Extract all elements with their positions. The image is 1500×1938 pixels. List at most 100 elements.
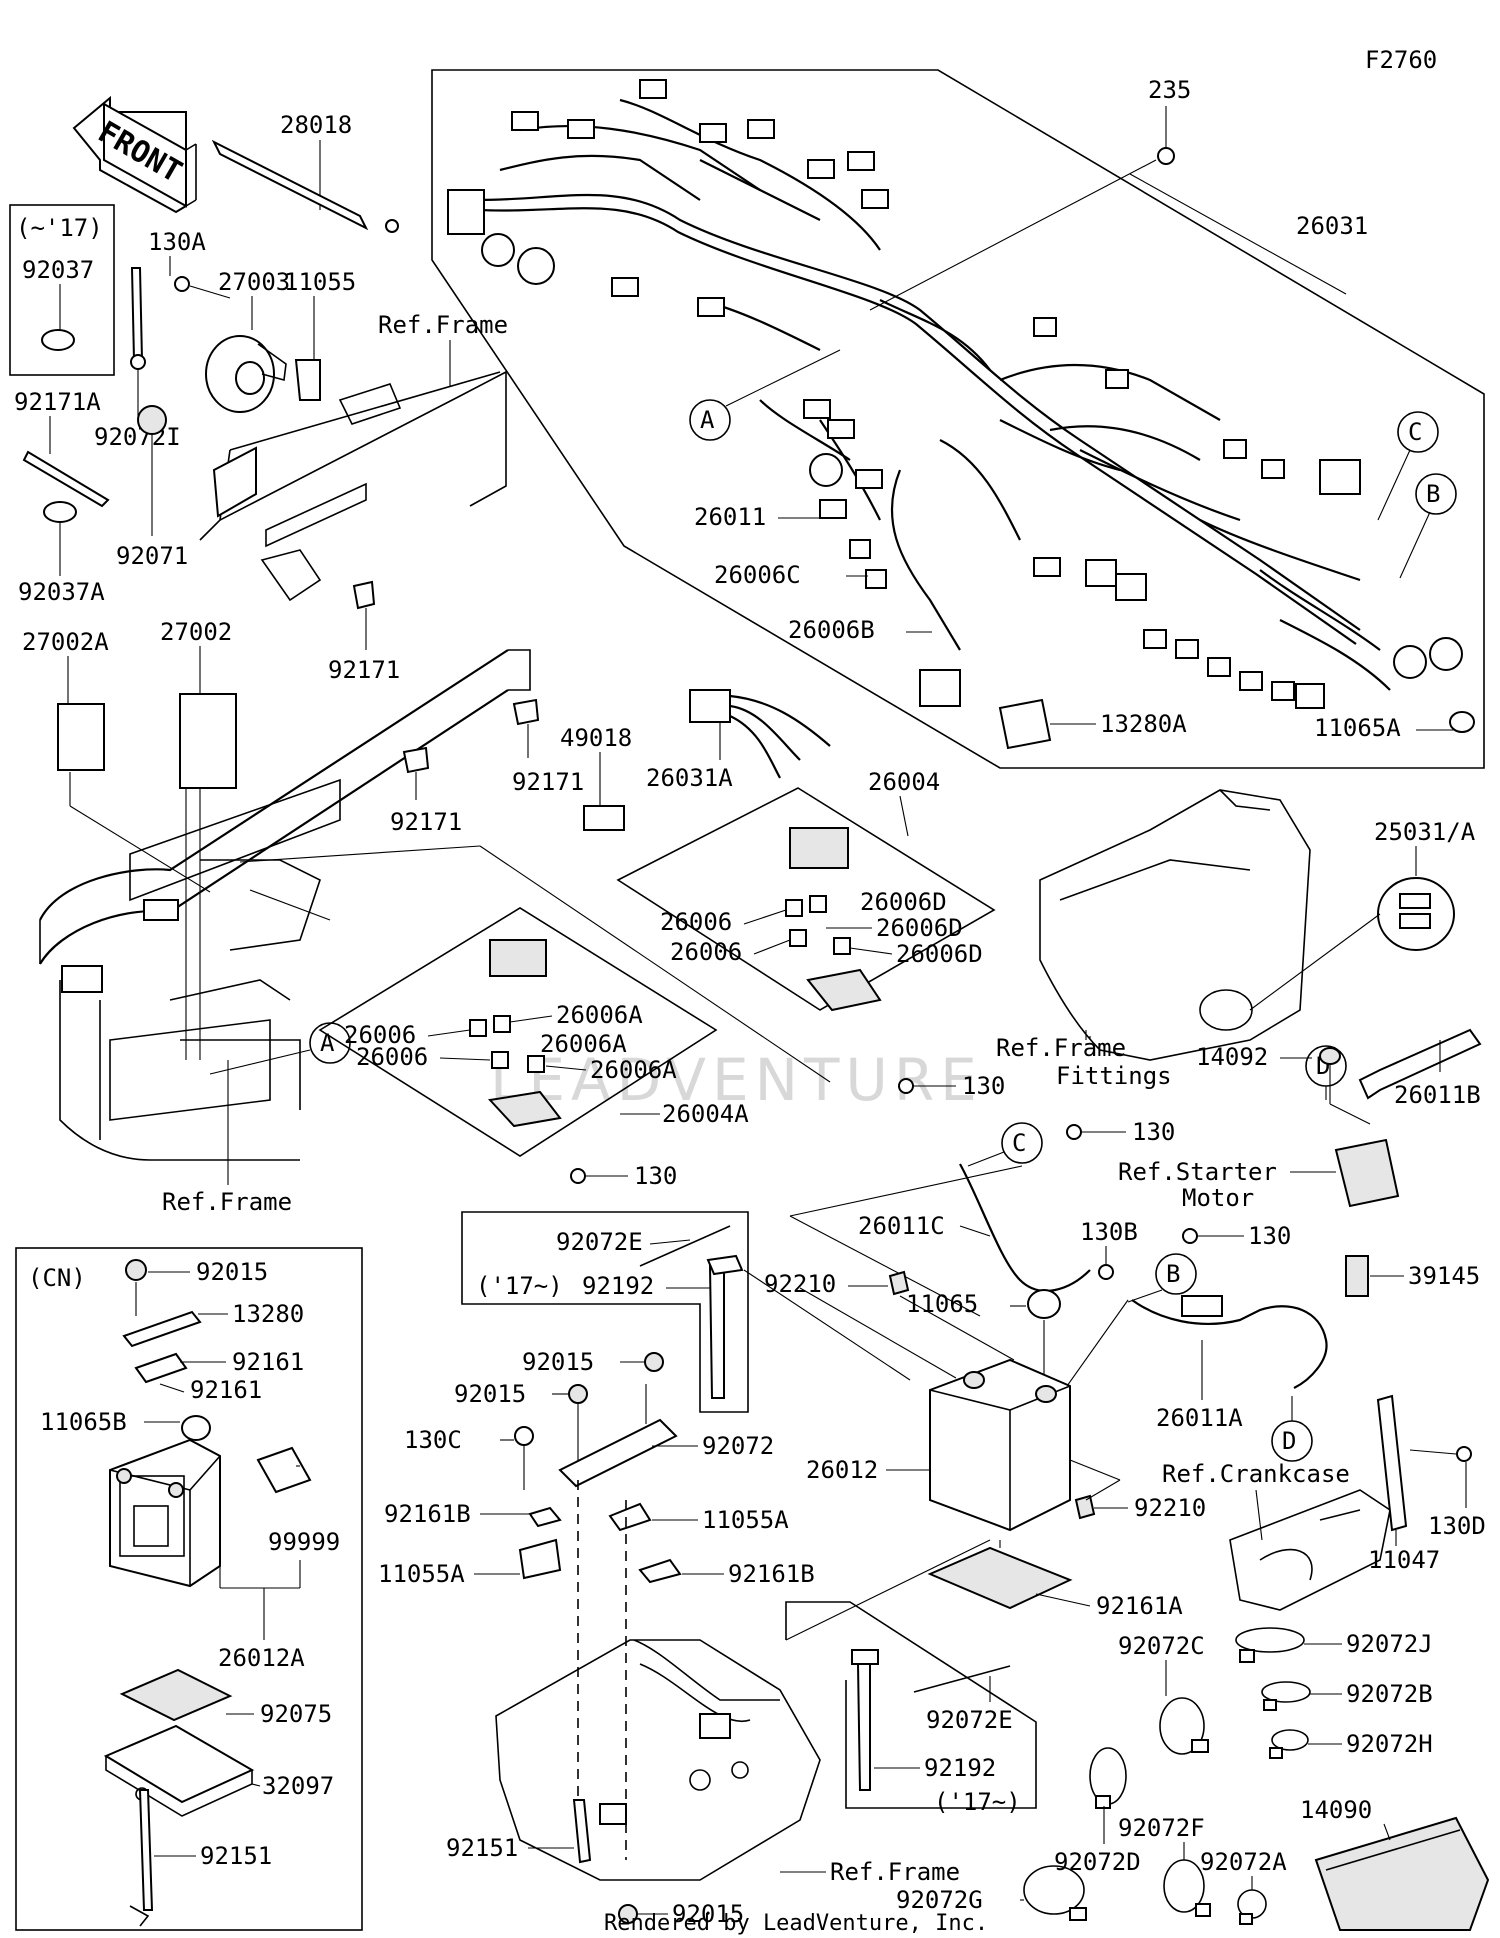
nut-icon — [125, 1259, 147, 1281]
ref-label: Ref.Starter — [1118, 1158, 1277, 1186]
grommet-icon — [137, 405, 167, 435]
part-label: 92161B — [384, 1500, 471, 1528]
front-arrow-icon: FRONT — [72, 95, 197, 214]
part-label: 130 — [962, 1072, 1005, 1100]
ref-label: Ref.Crankcase — [1162, 1460, 1350, 1488]
bolt-icon — [514, 1426, 534, 1446]
part-label: 26006D — [860, 888, 947, 916]
bolt-icon — [1182, 1228, 1198, 1244]
callout-label: C — [1012, 1129, 1026, 1157]
main-harness-group-26031 — [431, 69, 1485, 769]
fuse-box-icon — [487, 1090, 562, 1128]
battery-icon — [929, 1358, 1071, 1532]
part-label: 92072H — [1346, 1730, 1433, 1758]
part-label: 26006A — [540, 1030, 627, 1058]
clamp-icon — [1163, 1859, 1205, 1913]
part-label: 92015 — [672, 1900, 744, 1928]
starter-relay-icon — [1334, 1138, 1400, 1208]
part-label: 130 — [1132, 1118, 1175, 1146]
part-label: 92072J — [1346, 1630, 1433, 1658]
nut-icon — [618, 1904, 638, 1924]
part-label: 11055 — [284, 268, 356, 296]
part-label: 92161A — [1096, 1592, 1183, 1620]
clamp-icon — [1159, 1697, 1205, 1755]
part-label: 92015 — [522, 1348, 594, 1376]
battery-pad-icon — [927, 1546, 1073, 1610]
battery-pad-icon — [119, 1668, 233, 1722]
connector-icon — [689, 689, 731, 723]
part-label: 92210 — [1134, 1494, 1206, 1522]
callout-b — [1415, 473, 1457, 515]
fuse-cover-icon — [789, 827, 849, 869]
bolt-icon — [1098, 1264, 1114, 1280]
part-label: 26006D — [896, 940, 983, 968]
part-label: 92072E — [556, 1228, 643, 1256]
pad-icon — [528, 1506, 562, 1528]
part-label: 26011 — [694, 503, 766, 531]
connector-icon — [583, 805, 625, 831]
part-label: 32097 — [262, 1772, 334, 1800]
clamp-icon — [1235, 1627, 1305, 1653]
part-label: 130D — [1428, 1512, 1486, 1540]
main-harness-icon — [447, 79, 1463, 709]
frame-top-left — [199, 370, 507, 602]
terminal-cap-icon — [181, 1415, 211, 1441]
nut-icon — [888, 1270, 910, 1296]
part-label: 92072B — [1346, 1680, 1433, 1708]
cn-box — [15, 1247, 363, 1931]
part-label: 26031 — [1296, 212, 1368, 240]
callout-label: B — [1426, 480, 1440, 508]
part-label: 92075 — [260, 1700, 332, 1728]
post-2017-box — [785, 1601, 1037, 1809]
part-label: 92171 — [390, 808, 462, 836]
clamp-icon — [41, 329, 75, 351]
part-label: 92015 — [454, 1380, 526, 1408]
post-2017-label: ('17~) — [476, 1272, 563, 1300]
part-label: 92151 — [200, 1842, 272, 1870]
clamp-icon — [1271, 1729, 1309, 1751]
callout-label: A — [700, 406, 715, 434]
callout-a — [689, 399, 731, 441]
bolt-icon — [1456, 1446, 1472, 1462]
pre-2017-box — [9, 204, 115, 376]
plate-icon — [558, 1418, 678, 1488]
fuse-box-group-26004 — [616, 787, 996, 1011]
part-label: 14090 — [1300, 1796, 1372, 1824]
cable-tie-icon — [913, 1665, 1011, 1693]
part-label: 130B — [1080, 1218, 1138, 1246]
part-label: 99999 — [268, 1528, 340, 1556]
ref-label: Ref.Frame — [162, 1188, 292, 1216]
part-label: 26006D — [876, 914, 963, 942]
part-label: 92015 — [196, 1258, 268, 1286]
part-label: 92171A — [14, 388, 101, 416]
bracket-icon — [22, 450, 110, 508]
clamp-icon — [43, 501, 77, 523]
tie-icon — [130, 267, 144, 361]
part-label: 11055A — [702, 1506, 789, 1534]
part-label: 27002 — [160, 618, 232, 646]
bracket-icon — [294, 359, 321, 401]
frame-fittings — [1039, 789, 1311, 1061]
part-label: 92171 — [512, 768, 584, 796]
part-label: 11065B — [40, 1408, 127, 1436]
bracket-icon — [1376, 1394, 1408, 1532]
part-label: 92171 — [328, 656, 400, 684]
part-label: 26012 — [806, 1456, 878, 1484]
bracket-icon — [998, 698, 1052, 750]
post-2017-box — [461, 1211, 749, 1413]
fuse-icon — [491, 1051, 509, 1069]
part-label: 92192 — [582, 1272, 654, 1300]
ref-label: Ref.Frame — [830, 1858, 960, 1886]
bolt-icon — [898, 1078, 914, 1094]
rod-icon — [138, 1789, 154, 1911]
bracket-icon — [518, 1538, 562, 1580]
part-label: 11047 — [1368, 1546, 1440, 1574]
part-label: 92072 — [702, 1432, 774, 1460]
callout-c — [1397, 411, 1439, 453]
terminal-cap-icon — [1449, 711, 1475, 733]
tube-icon — [856, 1663, 871, 1791]
fuse-icon — [493, 1015, 511, 1033]
part-label: 92151 — [446, 1834, 518, 1862]
ref-label: Ref.Frame — [996, 1034, 1126, 1062]
nut-icon — [568, 1384, 588, 1404]
